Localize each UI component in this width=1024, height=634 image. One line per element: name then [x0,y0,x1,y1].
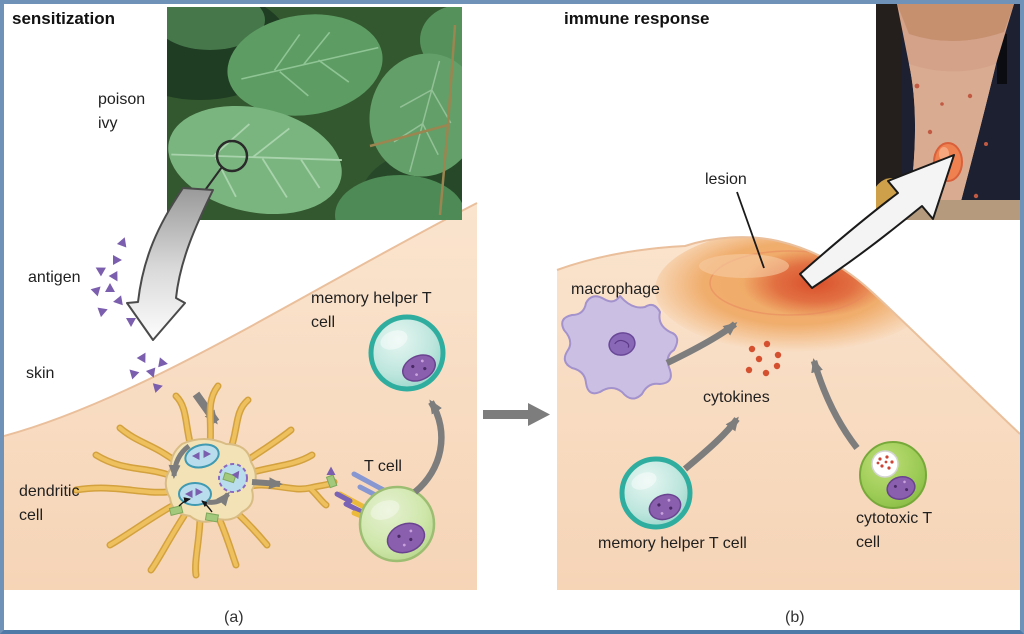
macrophage-label: macrophage [571,281,660,298]
lesion-pointer-line [736,191,765,269]
antigen-entry-arrow [126,187,214,341]
lesion-label: lesion [705,171,747,188]
t-cell-illustration [358,485,436,563]
memory-helper-t-cell-label-a: memory helper T cell [311,290,432,331]
antigen-label: antigen [28,269,81,286]
macrophage-illustration [561,295,679,400]
skin-label: skin [26,365,55,382]
cytokines-label: cytokines [703,389,770,406]
panel-transition-arrow [483,403,550,426]
antigen-particles [90,237,168,393]
dendritic-cell-label: dendritic cell [19,483,80,524]
poison-ivy-photo [167,7,462,220]
panel-b-caption: (b) [785,609,805,626]
panel-b-title: immune response [564,9,710,28]
lesion-to-arm-arrow [799,154,955,289]
panel-a-title: sensitization [12,9,115,28]
cytotoxic-to-lesion-arrow [810,358,860,450]
cytokines-dots [745,340,782,377]
poison-ivy-label: poison ivy [98,91,146,132]
memory-to-cytokines-arrow [682,416,740,472]
t-cell-to-memory-arrow [412,399,445,495]
diagram-canvas [4,4,1020,591]
t-cell-label: T cell [364,458,402,475]
memory-helper-t-cell-label-b: memory helper T cell [598,535,747,552]
skin-cross-section-a [4,202,478,590]
memory-helper-t-cell-illustration-a [368,314,446,392]
cytotoxic-t-cell-label: cytotoxic T cell [856,510,932,551]
panel-a-caption: (a) [224,609,244,626]
cytotoxic-t-cell-illustration [859,441,927,509]
macrophage-to-lesion-arrow [665,321,738,366]
memory-helper-t-cell-illustration-b [619,456,693,530]
